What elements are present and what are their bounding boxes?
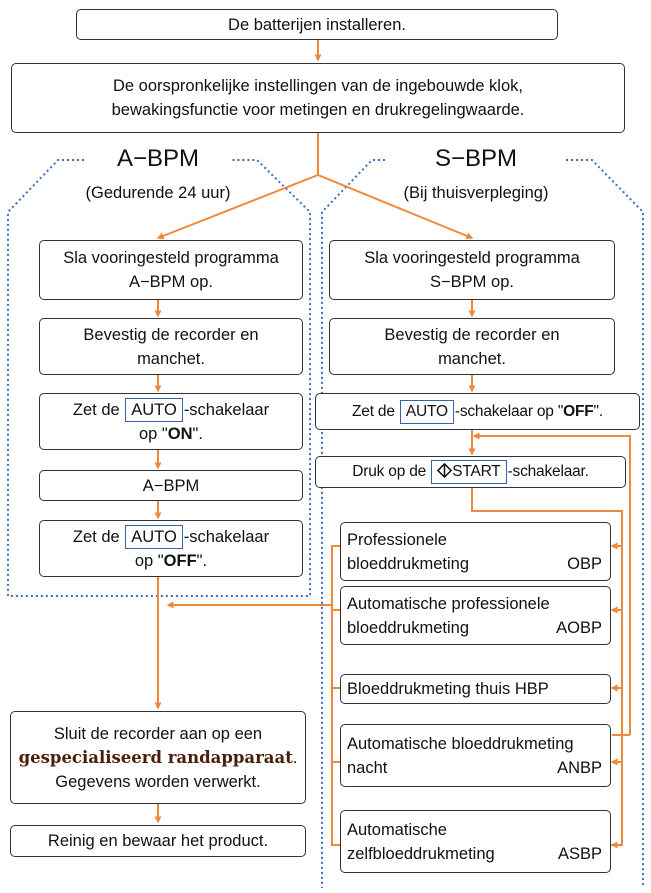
sbpm-title: S−BPM	[434, 145, 518, 172]
sbpm-start-post: -schakelaar.	[507, 463, 589, 480]
initial-settings-line1: De oorspronkelijke instellingen van de i…	[112, 77, 523, 95]
initial-settings-box: De oorspronkelijke instellingen van de i…	[11, 63, 625, 133]
mode-anbp-line2: nacht ANBP	[347, 756, 602, 780]
install-batteries-box: De batterijen installeren.	[76, 9, 558, 40]
state-off-label: OFF	[563, 402, 594, 420]
mode-obp-line1: Professionele	[347, 530, 447, 549]
abpm-save-program-box: Sla vooringesteld programma A−BPM op.	[39, 240, 303, 300]
start-key-text: START	[452, 463, 501, 480]
sbpm-auto-off-line: Zet de AUTO-schakelaar op "OFF".	[316, 399, 639, 424]
clean-store-text: Reinig en bewaar het product.	[47, 832, 269, 850]
abpm-auto-off-line2: op "OFF".	[40, 549, 302, 573]
abpm-auto-off-post: -schakelaar	[183, 527, 270, 546]
abpm-auto-on-pre: Zet de	[72, 400, 120, 419]
sbpm-auto-off-pre: Zet de	[352, 402, 395, 420]
sbpm-auto-off-box: Zet de AUTO-schakelaar op "OFF".	[315, 393, 640, 430]
mode-hbp-desc: Bloeddrukmeting thuis	[347, 680, 511, 698]
abpm-attach-line2: manchet.	[137, 349, 205, 368]
mode-obp-desc: bloeddrukmeting	[347, 554, 469, 573]
mode-obp-line2: bloeddrukmeting OBP	[347, 552, 602, 576]
mode-anbp-code: ANBP	[557, 758, 602, 777]
sbpm-attach-line2: manchet.	[438, 349, 506, 368]
mode-asbp-line2: zelfbloeddrukmeting ASBP	[347, 842, 602, 866]
abpm-save-line1: Sla vooringesteld programma	[63, 249, 279, 267]
abpm-auto-off-pre: Zet de	[72, 527, 120, 546]
install-batteries-text: De batterijen installeren.	[228, 15, 406, 34]
sbpm-start-line: Druk op de START -schakelaar.	[316, 460, 625, 484]
auto-key-label: AUTO	[399, 399, 454, 424]
abpm-auto-on-line2-post: ".	[192, 424, 203, 443]
abpm-auto-on-line1: Zet de AUTO-schakelaar	[40, 397, 302, 422]
mode-aobp-line2: bloeddrukmeting AOBP	[347, 616, 602, 640]
connect-line1: Sluit de recorder aan op een	[53, 724, 263, 743]
sbpm-group-border	[321, 159, 385, 888]
abpm-auto-on-box: Zet de AUTO-schakelaar op "ON".	[39, 393, 303, 450]
mode-aobp-code: AOBP	[556, 618, 602, 637]
connect-recorder-box: Sluit de recorder aan op een gespecialis…	[10, 711, 306, 804]
mode-aobp-line1: Automatische professionele	[347, 594, 550, 613]
arrow-loop-back	[472, 432, 631, 735]
connect-line3: Gegevens worden verwerkt.	[55, 772, 261, 791]
sbpm-subtitle: (Bij thuisverpleging)	[403, 184, 549, 202]
sbpm-group-border-right	[566, 159, 644, 888]
clean-store-box: Reinig en bewaar het product.	[10, 825, 306, 857]
abpm-save-line2: A−BPM op.	[129, 273, 213, 291]
mode-hbp-code: HBP	[514, 680, 549, 698]
sbpm-save-line2: S−BPM op.	[430, 273, 514, 291]
sbpm-save-program-box: Sla vooringesteld programma S−BPM op.	[329, 240, 615, 300]
auto-key-label: AUTO	[125, 524, 183, 549]
dotted-group-borders	[7, 159, 644, 888]
arrow-to-sbpm	[317, 174, 474, 240]
connect-line2-end: .	[292, 748, 298, 767]
mode-asbp-code: ASBP	[557, 844, 602, 863]
start-diamond-icon	[437, 462, 453, 479]
connect-line2: gespecialiseerd randapparaat.	[11, 746, 305, 770]
mode-box-hbp: Bloeddrukmeting thuis HBP	[340, 674, 611, 704]
initial-settings-line2: bewakingsfunctie voor metingen en drukre…	[111, 101, 525, 119]
abpm-auto-off-box: Zet de AUTO-schakelaar op "OFF".	[39, 520, 303, 577]
sbpm-save-line1: Sla vooringesteld programma	[364, 249, 580, 267]
abpm-attach-line1: Bevestig de recorder en	[83, 325, 259, 344]
mode-box-asbp: Automatische zelfbloeddrukmeting ASBP	[340, 810, 611, 873]
mode-aobp-desc: bloeddrukmeting	[347, 618, 469, 637]
start-key-label: START	[431, 460, 507, 484]
mode-anbp-desc: nacht	[347, 758, 388, 777]
abpm-attach-cuff-box: Bevestig de recorder en manchet.	[39, 318, 303, 375]
mode-asbp-desc: zelfbloeddrukmeting	[347, 844, 495, 863]
abpm-group-border	[7, 159, 311, 597]
sbpm-start-box: Druk op de START -schakelaar.	[315, 456, 626, 488]
sbpm-auto-off-post: -schakelaar op "	[454, 402, 564, 420]
abpm-auto-off-line1: Zet de AUTO-schakelaar	[40, 524, 302, 549]
abpm-auto-on-line2: op "ON".	[40, 422, 302, 446]
abpm-measure-text: A−BPM	[142, 476, 200, 495]
state-off-label: OFF	[163, 551, 197, 570]
sbpm-start-pre: Druk op de	[352, 463, 427, 480]
abpm-auto-on-line2-pre: op "	[139, 424, 168, 443]
abpm-subtitle: (Gedurende 24 uur)	[85, 184, 231, 202]
mode-asbp-line1: Automatische	[347, 820, 447, 839]
mode-box-obp: Professionele bloeddrukmeting OBP	[340, 522, 611, 581]
sbpm-attach-line1: Bevestig de recorder en	[384, 325, 560, 344]
return-bus-left	[331, 545, 340, 846]
mode-anbp-line1: Automatische bloeddrukmeting	[347, 734, 574, 753]
sbpm-attach-cuff-box: Bevestig de recorder en manchet.	[329, 318, 615, 375]
abpm-auto-off-line2-pre: op "	[134, 551, 164, 570]
abpm-measure-box: A−BPM	[39, 470, 303, 501]
specialized-device-label: gespecialiseerd randapparaat	[18, 747, 293, 767]
sbpm-auto-off-end: ".	[593, 402, 604, 420]
state-on-label: ON	[167, 424, 193, 443]
abpm-auto-on-post: -schakelaar	[183, 400, 270, 419]
arrow-to-abpm	[156, 174, 319, 240]
mode-hbp-line: Bloeddrukmeting thuis HBP	[347, 677, 602, 701]
auto-key-label: AUTO	[125, 397, 183, 422]
abpm-title: A−BPM	[116, 145, 200, 172]
mode-box-aobp: Automatische professionele bloeddrukmeti…	[340, 586, 611, 645]
mode-box-anbp: Automatische bloeddrukmeting nacht ANBP	[340, 724, 611, 787]
mode-obp-code: OBP	[567, 554, 602, 573]
abpm-auto-off-line2-post: ".	[196, 551, 208, 570]
